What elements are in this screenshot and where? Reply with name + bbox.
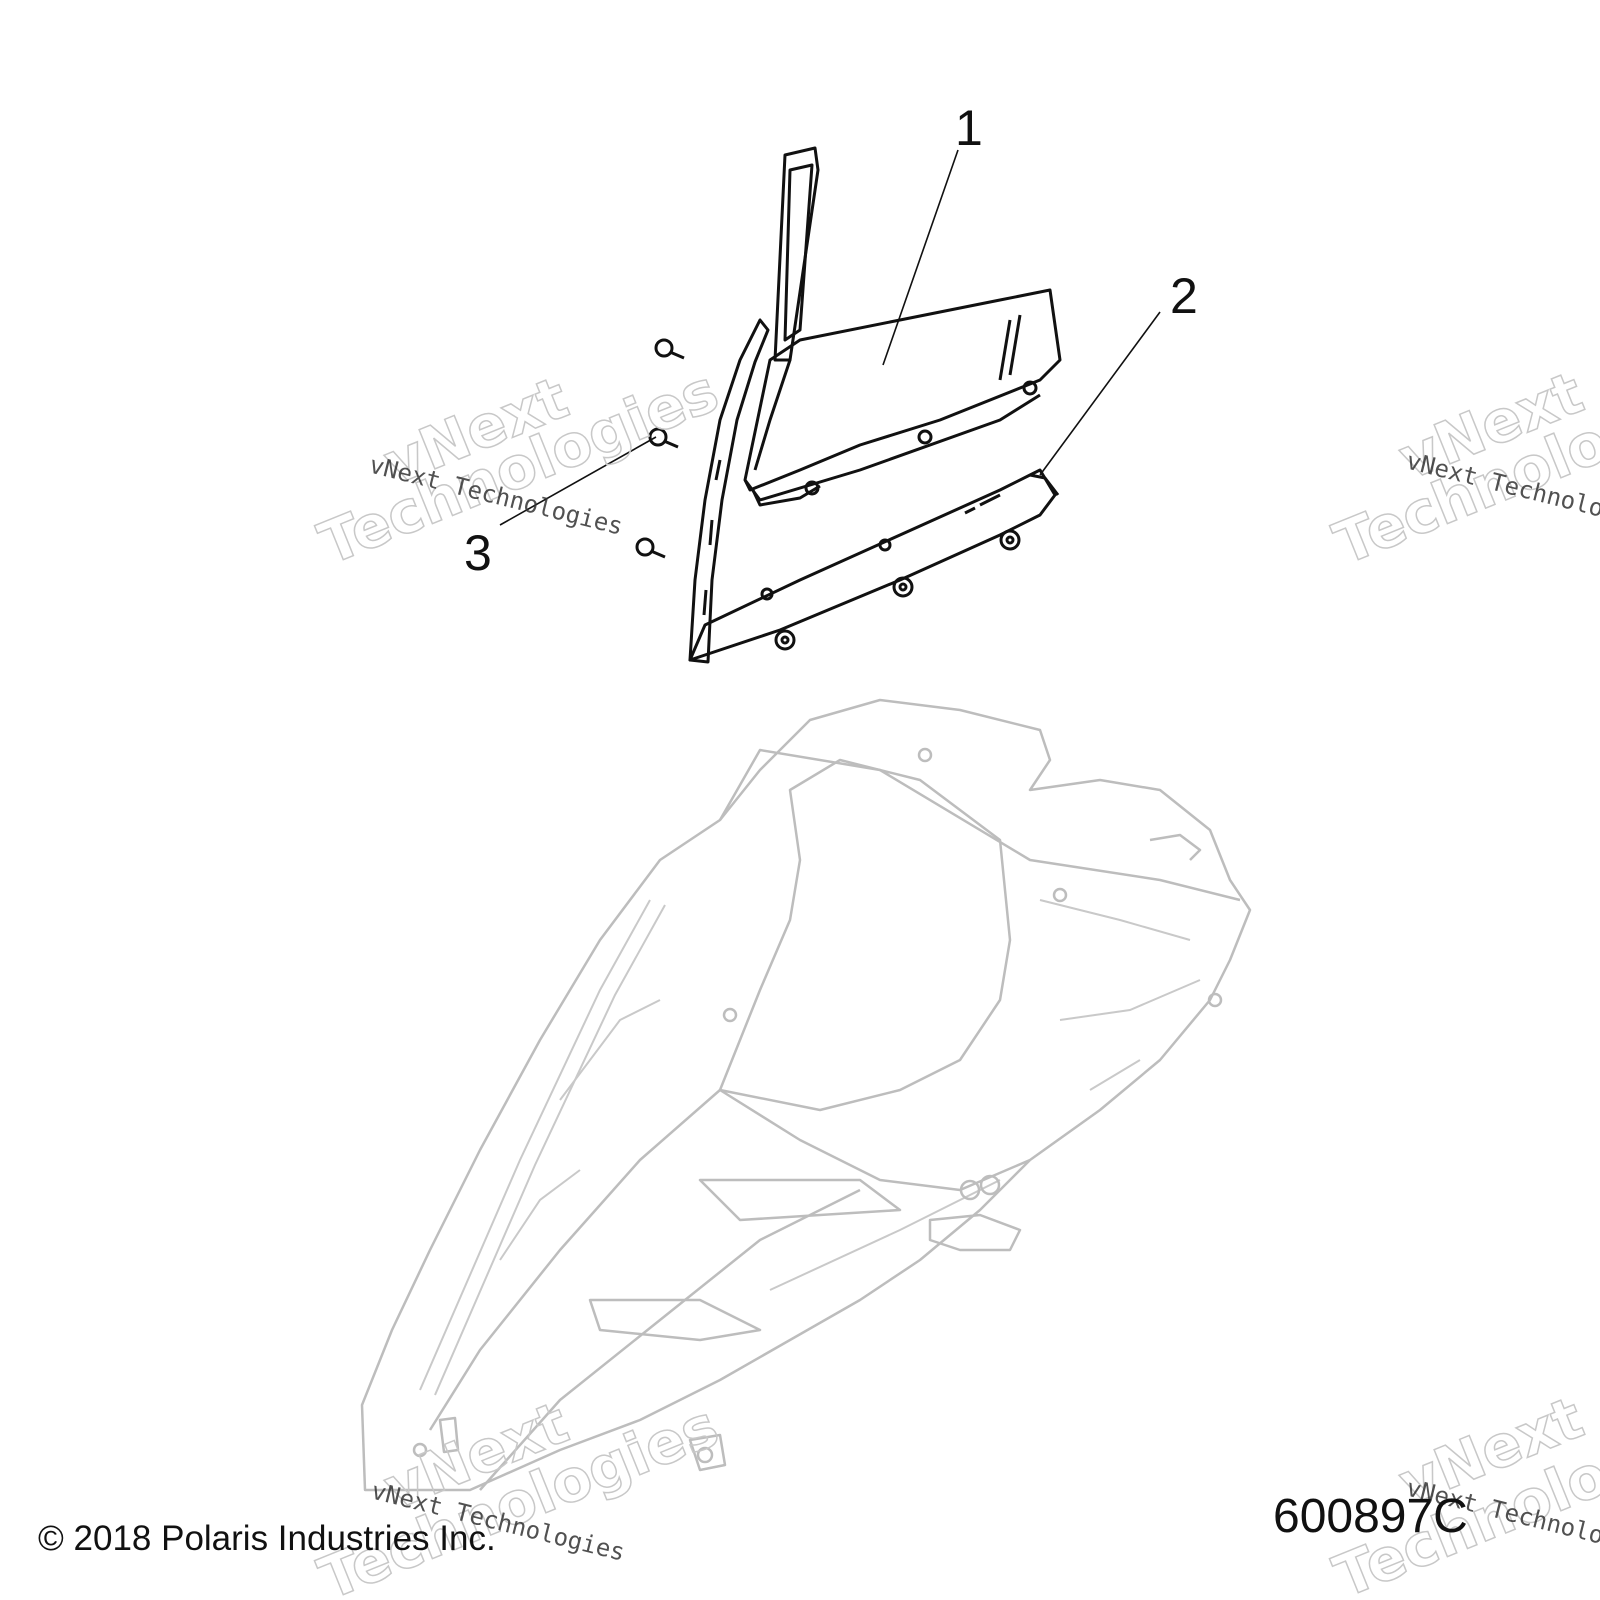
watermark-top-right: vNext Technologies vNext Technologies: [1324, 356, 1600, 579]
leader-line-3: [499, 436, 657, 526]
nut-icon: [892, 576, 914, 598]
callout-3: 3: [464, 525, 492, 581]
callout-1: 1: [955, 100, 983, 156]
hood-body-ghost: [360, 698, 1252, 1492]
screw-icon: [654, 338, 685, 360]
screw-icon: [635, 537, 666, 559]
seal-trim-part: [688, 318, 1060, 664]
leader-line-1: [882, 149, 959, 366]
callout-2: 2: [1170, 268, 1198, 324]
nut-icon: [774, 629, 796, 651]
watermark-top-left: vNext Technologies vNext Technologies: [309, 356, 728, 579]
copyright-text: © 2018 Polaris Industries Inc.: [38, 1519, 496, 1558]
watermark-bottom-left: vNext Technologies vNext Technologies: [309, 1388, 728, 1600]
nut-icon: [999, 529, 1021, 551]
screw-icon: [648, 427, 679, 449]
leader-line-2: [1039, 311, 1161, 476]
windshield-part: [743, 146, 1062, 507]
fasteners: [635, 338, 1021, 651]
part-number-text: 600897C: [1273, 1490, 1468, 1543]
